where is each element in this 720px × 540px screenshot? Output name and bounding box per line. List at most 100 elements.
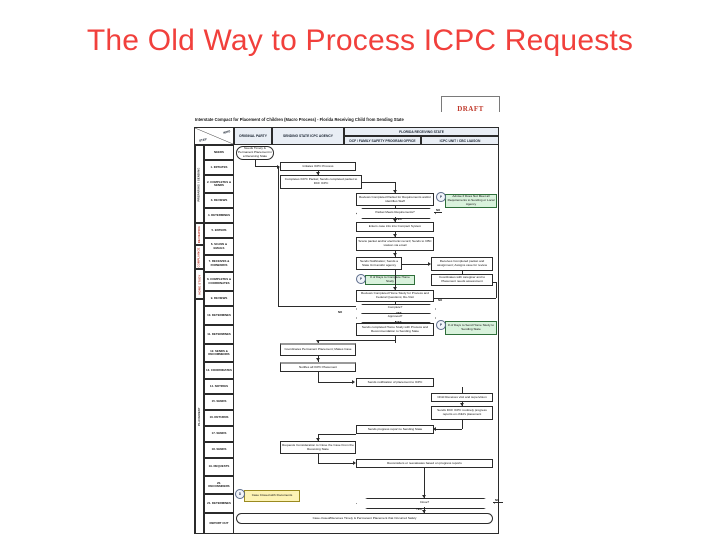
node-packet: Completes ICPC Packet; Sends completed p… [280, 175, 362, 189]
step-cell: REPORT OUT [204, 513, 234, 534]
flow-arrow [422, 495, 426, 498]
node-start: Needs Timely & Permanent Placement in a … [236, 146, 274, 160]
flow-line [362, 182, 395, 183]
branch-label-no: NO [438, 298, 443, 302]
decision-complete: Complete? [356, 304, 436, 314]
feedback-line [278, 166, 279, 306]
phase-band-label: PLACEMENT [198, 407, 201, 426]
step-cell: 14. NOTIFIES [204, 379, 234, 394]
flow-line [395, 206, 396, 208]
flow-arrow [393, 190, 397, 193]
step-cell: 19. REQUESTS [204, 458, 234, 476]
flow-arrow [422, 510, 426, 513]
step-cell: 5. ENTERS [204, 223, 234, 238]
header-original-party: ORIGINAL PARTY [234, 127, 272, 145]
icpc-process-diagram: Interstate Compact for Placement of Chil… [186, 112, 503, 538]
step-cell: 3. REVIEWS [204, 193, 234, 208]
flow-line [395, 270, 396, 290]
flow-line [318, 372, 319, 382]
flow-line [436, 429, 462, 430]
step-cell: 11. DETERMINES [204, 325, 234, 344]
flow-arrow [353, 461, 356, 465]
feedback-line [496, 282, 497, 298]
diamond-shape [356, 313, 436, 323]
decision-close: Close? [356, 498, 495, 509]
node-send-progress: Sends progress report to Sending State [356, 425, 434, 434]
flow-line [318, 382, 352, 383]
feedback-line [493, 502, 503, 503]
flow-line [402, 264, 428, 265]
annotation-days-send-study: # of Days to Send Home Study to Sending … [445, 321, 497, 335]
flow-arrow [316, 172, 320, 175]
flow-line [395, 182, 396, 193]
node-end: Case closed/Receives Timely & Permanent … [236, 513, 493, 524]
step-cell: 6. SCANS & EMAILS [204, 238, 234, 255]
node-forward: Sends Notification; Sends a State Unit a… [356, 257, 402, 270]
node-coordinate: Coordinates with caregiver and to Placem… [431, 274, 493, 286]
step-cell: 9. REVIEWS [204, 291, 234, 306]
phase-band-preparing: PREPARING / SENDING [195, 145, 204, 223]
branch-label-yes: YES [396, 311, 402, 315]
flow-line [395, 302, 396, 304]
node-receive-packet: Receives Completed packet and assignment… [431, 257, 493, 271]
flow-arrow [393, 234, 397, 237]
decision-label: Approved? [387, 314, 403, 319]
branch-label-no: NO [495, 498, 500, 502]
node-notify-placement: Notifies all ICPC Placement [280, 362, 356, 372]
flow-line [318, 340, 396, 341]
flow-arrow [393, 253, 397, 256]
phase-band-label: COMPLIANCE [198, 246, 202, 268]
node-initiate: Initiates ICPC Process [280, 162, 356, 171]
step-cell: 2. COMPLETES & SENDS [204, 175, 234, 193]
step-cell: 17. SENDS [204, 426, 234, 442]
flow-arrow [460, 403, 464, 406]
step-cell: 12. SENDS & RECOMMENDS [204, 344, 234, 362]
connector-p3: P [436, 320, 446, 330]
feedback-line [493, 282, 496, 283]
diamond-shape [356, 498, 495, 509]
flow-arrow [352, 380, 355, 384]
phase-band-label: PREPARING / SENDING [198, 166, 201, 202]
node-coordinate-placement: Coordinates Permanent Placement; Makes C… [280, 343, 356, 356]
flow-line [318, 463, 353, 464]
page-title: The Old Way to Process ICPC Requests [86, 24, 634, 57]
step-cell: 18. SENDS [204, 442, 234, 458]
step-cell: 7. RECEIVES & FORWARDS [204, 255, 234, 272]
node-progress-reports: Sends DCF ICPC routinely progress report… [431, 406, 493, 420]
flow-arrow [316, 340, 320, 343]
step-cell: 15. SENDS [204, 394, 234, 410]
flow-arrow [393, 219, 397, 222]
node-request-close: Requests Consideration to Close the Case… [280, 441, 356, 454]
flow-arrow [433, 427, 436, 431]
flow-line [395, 336, 396, 343]
node-review-homestudy: Reviews Completed Home Study for Process… [356, 290, 434, 302]
flow-arrow [428, 262, 431, 266]
flow-line [318, 434, 319, 441]
step-cell: 20. RECONSIDERS [204, 476, 234, 494]
decision-label: Packet Meets Requirements? [375, 209, 415, 214]
header-sending-state-agency: SENDING STATE ICPC AGENCY [272, 127, 344, 145]
feedback-line [434, 298, 496, 299]
diamond-shape [356, 208, 436, 219]
flow-line [462, 387, 463, 393]
connector-p2: P [356, 274, 366, 284]
phase-band-compliance: COMPLIANCE [195, 245, 204, 269]
step-cell: 10. DETERMINES [204, 306, 234, 325]
phase-band-label: HOME STUDY [198, 274, 202, 294]
flow-line [255, 166, 277, 167]
node-supervise: Child Receives visit and supervision [431, 393, 493, 402]
step-cell: 1. INITIATES [204, 160, 234, 175]
step-cell: 4. DETERMINES [204, 208, 234, 223]
phase-band-label: REVIEWING [198, 225, 201, 243]
step-cell: 13. COORDINATES [204, 362, 234, 379]
phase-band-placement: PLACEMENT [195, 299, 204, 534]
flow-line [424, 468, 425, 498]
node-send-recommendation: Sends completed Home Study with Process … [356, 323, 434, 336]
branch-label-no: NO [436, 208, 441, 212]
annotation-days-home-study: # of Days to Complete Home Study [365, 275, 415, 285]
flow-line [318, 434, 356, 435]
decision-label: Complete? [387, 305, 403, 310]
header-icpc-unit-liaison: ICPC UNIT / CBC LIAISON [421, 136, 499, 145]
step-cell: 21. DETERMINES [204, 494, 234, 513]
step-cell: 16. RETURNS [204, 410, 234, 426]
